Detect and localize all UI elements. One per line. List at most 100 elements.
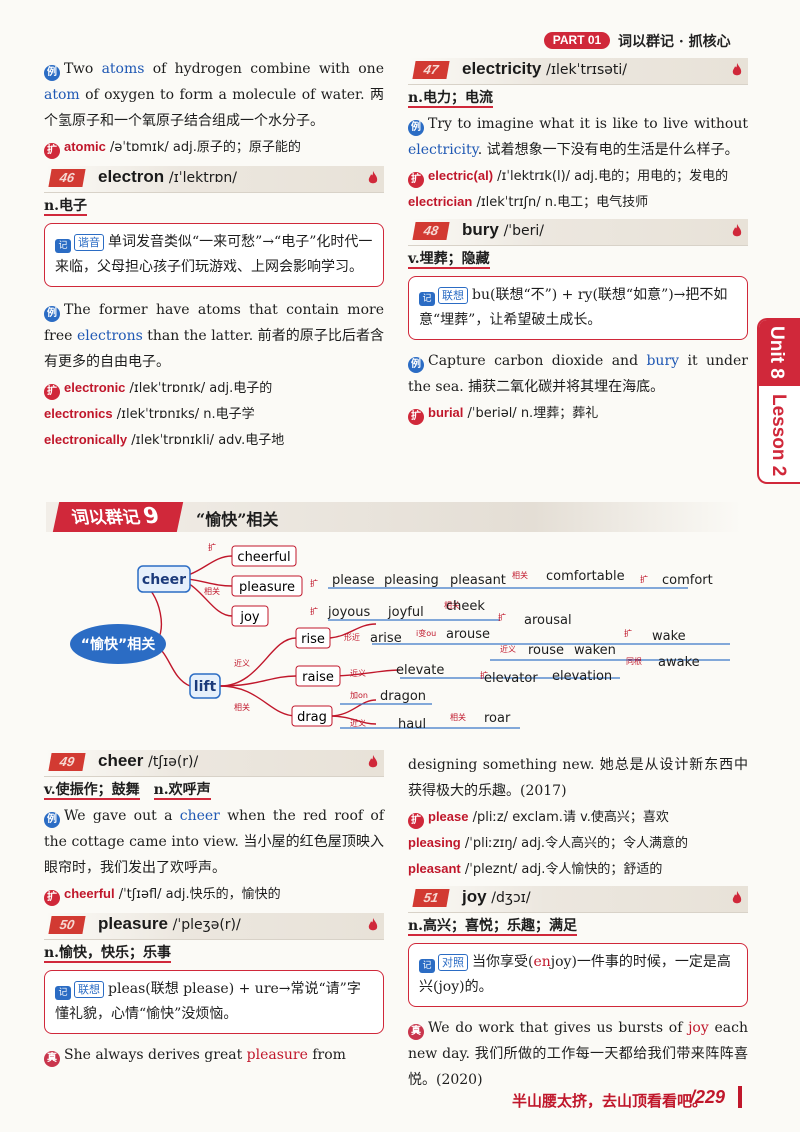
svg-text:相关: 相关 [512,570,528,580]
extension-line: electronics /ɪlekˈtrɒnɪks/ n.电子学 [44,406,255,422]
node-cheer [137,565,191,593]
svg-text:rouse: rouse [528,643,564,658]
svg-text:cheerful: cheerful [237,550,290,565]
node-lift [189,673,221,699]
svg-text:近义: 近义 [350,718,366,728]
part-of-speech: n.高兴；喜悦；乐趣；满足 [408,918,578,936]
word-number: 49 [48,753,86,771]
svg-text:please: please [332,573,375,588]
svg-text:扩: 扩 [624,628,632,638]
svg-text:相关: 相关 [444,600,460,610]
footer-slogan: 半山腰太挤，去山顶看看吧。 [512,1092,708,1110]
svg-text:相关: 相关 [450,712,466,722]
memory-tag: 对照 [438,954,468,971]
svg-text:haul: haul [398,717,426,732]
unit-side-tab[interactable]: Unit 8 Lesson 2 [757,318,800,484]
word-mindmap: “愉快”相关 cheer lift cheerful pleasure joy … [70,542,730,732]
extension-icon: 扩 [44,143,60,159]
example-icon: 例 [44,812,60,828]
mindmap-words: please pleasing pleasant comfortable com… [327,569,713,732]
lesson-label: Lesson 2 [768,394,789,477]
part-of-speech: v.埋葬；隐藏 [408,251,490,269]
svg-text:近义: 近义 [350,668,366,678]
node-raise [295,665,341,687]
flame-icon [732,224,742,237]
svg-text:raise: raise [302,670,334,685]
svg-text:rise: rise [301,632,325,647]
extension-line: electronically /ɪlekˈtrɒnɪkli/ adv.电子地 [44,432,285,448]
flame-icon [732,63,742,76]
part-badge: PART 01 [544,32,610,49]
node-pleasure [231,575,303,597]
svg-text:roar: roar [484,711,511,726]
memory-icon: 记 [55,986,71,1000]
word-header-electron: 46 electron /ɪˈlektrɒn/ [44,166,384,193]
memory-tip-box: 记谐音单词发音类似“一来可愁”→“电子”化时代一来临，父母担心孩子们玩游戏、上网… [44,223,384,287]
svg-text:扩: 扩 [480,670,488,680]
part-title: 词以群记 · 抓核心 [618,34,731,50]
svg-text:elevate: elevate [396,663,444,678]
example-icon: 例 [408,357,424,373]
page-bar [738,1086,742,1108]
svg-text:elevator: elevator [484,671,538,686]
memory-tag: 谐音 [74,234,104,251]
svg-text:pleasure: pleasure [239,580,295,595]
svg-text:加on: 加on [350,690,368,700]
svg-text:扩: 扩 [208,542,216,552]
memory-tip-box: 记对照当你享受(enjoy)一件事的时候，一定是高兴(joy)的。 [408,943,748,1007]
part-of-speech: v.使振作；鼓舞 n.欢呼声 [44,782,211,800]
word-number: 46 [48,169,86,187]
flame-icon [368,755,378,768]
svg-text:joyful: joyful [387,605,424,620]
word-header-electricity: 47 electricity /ɪlekˈtrɪsəti/ [408,58,748,85]
extension-icon: 扩 [408,172,424,188]
word-header-joy: 51 joy /dʒɔɪ/ [408,886,748,913]
node-lift-label: lift [194,679,217,695]
svg-text:相关: 相关 [204,586,220,596]
node-cheerful [231,545,297,567]
headword: cheer /tʃɪə(r)/ [98,751,199,770]
svg-text:扩: 扩 [640,574,648,584]
svg-text:pleasing: pleasing [384,573,439,588]
extension-line: pleasant /ˈpleznt/ adj.令人愉快的；舒适的 [408,861,663,877]
word-number: 50 [48,916,86,934]
memory-icon: 记 [55,239,71,253]
part-of-speech: n.愉快，快乐；乐事 [44,945,172,963]
svg-text:waken: waken [574,643,616,658]
real-exam-icon: 真 [44,1051,60,1067]
word-header-pleasure: 50 pleasure /ˈpleʒə(r)/ [44,913,384,940]
svg-text:形近: 形近 [344,632,360,642]
svg-text:joyous: joyous [327,605,370,620]
svg-text:dragon: dragon [380,689,426,704]
example-icon: 例 [44,65,60,81]
extension-icon: 扩 [44,890,60,906]
svg-text:扩: 扩 [310,606,318,616]
node-drag [291,705,333,727]
word-number: 47 [412,61,450,79]
svg-text:drag: drag [297,710,327,725]
node-joy [231,605,269,627]
extension-icon: 扩 [44,384,60,400]
flame-icon [368,918,378,931]
mindmap-center-label: “愉快”相关 [81,636,155,653]
memory-icon: 记 [419,959,435,973]
extension-line: pleasing /ˈpliːzɪŋ/ adj.令人高兴的；令人满意的 [408,835,689,851]
svg-text:awake: awake [658,655,700,670]
mindmap-underlines [328,587,730,729]
svg-text:同根: 同根 [626,656,642,666]
node-rise [295,627,331,649]
right-column-bottom: designing something new. 她总是从设计新东西中获得极大的… [408,752,748,1093]
mindmap-center-node [70,624,166,664]
svg-text:pleasant: pleasant [450,573,506,588]
word-header-cheer: 49 cheer /tʃɪə(r)/ [44,750,384,777]
svg-text:相关: 相关 [234,702,250,712]
